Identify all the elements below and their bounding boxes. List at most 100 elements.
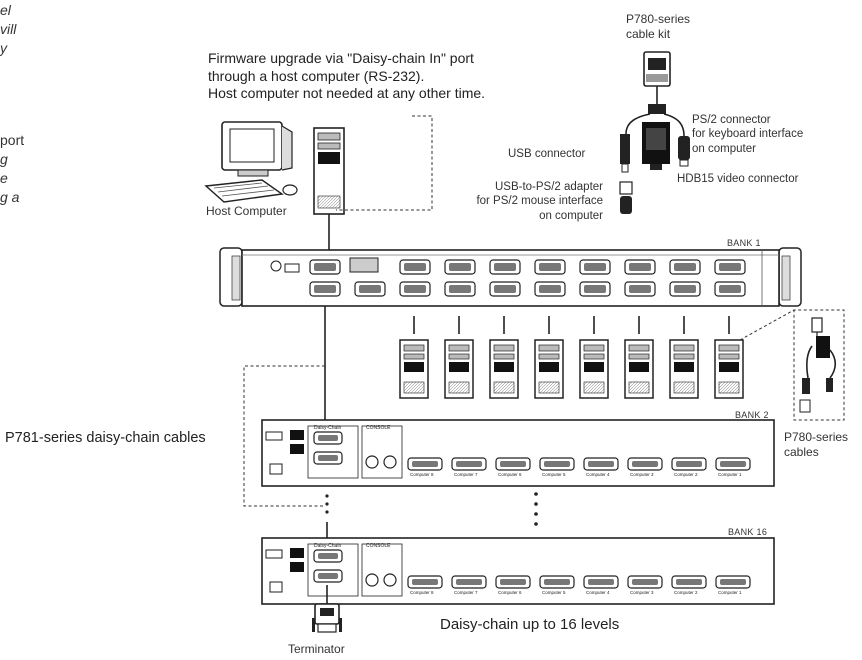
vga-port-inner [494,263,516,271]
vga-port-inner [404,285,426,293]
tower-panel [449,362,469,372]
terminator-icon [312,603,342,633]
bank-2-kvm-switch [261,419,775,487]
firmware-upgrade-note: Firmware upgrade via "Daisy-chain In" po… [208,50,485,103]
port-label: Computer 1 [718,590,742,595]
daisy-chain-levels-label: Daisy-chain up to 16 levels [440,616,620,633]
ps2-connector-label: PS/2 connector for keyboard interface on… [692,113,803,156]
vga-port-inner [720,461,746,467]
left-fragment: y [0,40,7,56]
tower-panel [719,362,739,372]
port-label: Computer 3 [630,590,654,595]
tower-vent [538,381,560,394]
p780-cables-label: P780-series cables [784,430,848,460]
port-label: Computer 1 [718,472,742,477]
vga-port-inner [632,461,658,467]
port-label: Computer 2 [674,472,698,477]
tower-panel [539,362,559,372]
vga-port-inner [676,579,702,585]
ps2-label-line: for keyboard interface [692,128,804,141]
vga-port-inner [719,263,741,271]
port-label: Computer 8 [410,472,434,477]
drive-bay [493,344,515,352]
bank-1-ports [309,259,746,297]
left-fragment: port [0,132,25,148]
cable-kit-label-line: P780-series [626,12,691,26]
usb-connector-label: USB connector [508,148,586,160]
port-label: Computer 3 [630,472,654,477]
left-fragment: e [0,170,8,186]
port-label: Computer 4 [586,590,610,595]
vga-port-inner [674,285,696,293]
left-fragment: el [0,2,11,18]
vga-port-inner [456,461,482,467]
p780-cables-label-line: cables [784,445,819,459]
port-label: Computer 8 [410,590,434,595]
vga-port-inner [500,579,526,585]
bank-16-daisy-chain-text: Daisy-Chain [314,543,342,549]
vga-port-inner [314,263,336,271]
vga-port-inner [449,263,471,271]
vga-port-inner [584,263,606,271]
port-label: Computer 6 [498,472,522,477]
host-computer-label: Host Computer [206,204,287,218]
left-fragment: vill [0,21,17,37]
firmware-note-line: Host computer not needed at any other ti… [208,85,486,101]
cable-kit-label-line: cable kit [626,27,671,41]
vga-port-inner [318,455,338,461]
vga-port-inner [318,553,338,559]
vga-port-inner [584,285,606,293]
left-fragment: g [0,151,8,167]
vga-port-inner [314,285,336,293]
vga-port-inner [720,579,746,585]
adapter-label-line: for PS/2 mouse interface [476,195,603,208]
host-tower-icon [313,127,345,215]
host-computer-icon [204,121,298,203]
tower-vent [403,381,425,394]
bank-16-kvm-switch [261,537,775,605]
drive-bay [538,344,560,352]
tower-vent [448,381,470,394]
vga-port-inner [494,285,516,293]
bank-16-ports [313,549,751,589]
port-label: Computer 7 [454,472,478,477]
port-label: Computer 6 [498,590,522,595]
computer-towers [399,316,744,399]
vga-port-inner [500,461,526,467]
drive-bay [718,353,740,360]
tower-panel [629,362,649,372]
drive-bay [403,353,425,360]
drive-bay [628,353,650,360]
adapter-label-line: on computer [539,209,603,222]
drive-bay [403,344,425,352]
vga-port-inner [544,461,570,467]
adapter-label-line: USB-to-PS/2 adapter [494,181,603,193]
bank-2-console-text: CONSOLE [366,425,391,431]
drive-bay [583,344,605,352]
tower-panel [674,362,694,372]
port-label: Computer 5 [542,472,566,477]
vga-port-inner [544,579,570,585]
port-label: Computer 4 [586,472,610,477]
chain-continuation-dots [325,492,538,526]
vga-port-inner [719,285,741,293]
tower-panel [494,362,514,372]
drive-bay [673,344,695,352]
tower-panel [404,362,424,372]
vga-port-inner [449,285,471,293]
tower-vent [628,381,650,394]
drive-bay [448,344,470,352]
bank-16-console-text: CONSOLE [366,543,391,549]
firmware-note-line: through a host computer (RS-232). [208,67,425,84]
tower-vent [673,381,695,394]
hdb15-connector-label: HDB15 video connector [677,173,799,185]
port-label: Computer 2 [674,590,698,595]
tower-vent [583,381,605,394]
vga-port-inner [629,285,651,293]
ps2-label-line: on computer [692,142,756,155]
p780-cables-label-line: P780-series [784,430,849,444]
firmware-note-line: Firmware upgrade via "Daisy-chain In" po… [208,50,474,66]
drive-bay [493,353,515,360]
vga-port-inner [629,263,651,271]
vga-port-inner [588,579,614,585]
